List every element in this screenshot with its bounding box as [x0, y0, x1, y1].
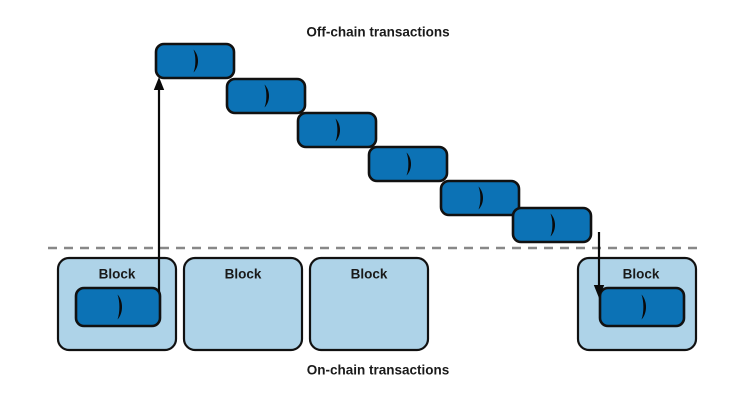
- transaction-crescent-icon: [550, 213, 555, 237]
- offchain-transaction-staircase: [154, 42, 593, 244]
- offchain-tx-6-body[interactable]: [511, 206, 593, 244]
- onchain-block-3-container[interactable]: [308, 256, 430, 352]
- onchain-block-2-label: Block: [225, 267, 262, 282]
- offchain-tx-2[interactable]: [225, 77, 307, 115]
- transaction-crescent-icon: [264, 84, 269, 108]
- onchain-block-row: Block Block Block Block: [56, 256, 698, 352]
- offchain-tx-5-body[interactable]: [439, 179, 521, 217]
- onchain-block-4-transaction[interactable]: [598, 286, 686, 328]
- offchain-tx-1[interactable]: [154, 42, 236, 80]
- onchain-block-4[interactable]: Block: [576, 256, 698, 352]
- arrow-up-to-offchain: [153, 77, 165, 292]
- transaction-crescent-icon: [406, 152, 411, 176]
- transaction-crescent-icon: [641, 294, 646, 320]
- onchain-block-2-container[interactable]: [182, 256, 304, 352]
- offchain-tx-6[interactable]: [511, 206, 593, 244]
- arrow-down-head: [593, 285, 605, 298]
- transaction-crescent-icon: [117, 294, 122, 320]
- onchain-block-1[interactable]: Block: [56, 256, 178, 352]
- offchain-tx-5[interactable]: [439, 179, 521, 217]
- off-chain-transactions-label: Off-chain transactions: [306, 25, 449, 40]
- onchain-block-3[interactable]: Block: [308, 256, 430, 352]
- onchain-block-3-label: Block: [351, 267, 388, 282]
- transaction-crescent-icon: [478, 186, 483, 210]
- onchain-block-2[interactable]: Block: [182, 256, 304, 352]
- offchain-tx-1-body[interactable]: [154, 42, 236, 80]
- transaction-crescent-icon: [193, 49, 198, 73]
- arrow-down-to-onchain: [593, 232, 605, 298]
- on-chain-transactions-label: On-chain transactions: [307, 363, 450, 378]
- transaction-crescent-icon: [335, 118, 340, 142]
- offchain-tx-4-body[interactable]: [367, 145, 449, 183]
- offchain-tx-4[interactable]: [367, 145, 449, 183]
- offchain-tx-3-body[interactable]: [296, 111, 378, 149]
- offchain-tx-3[interactable]: [296, 111, 378, 149]
- arrow-up-head: [153, 77, 165, 90]
- onchain-block-4-label: Block: [623, 267, 660, 282]
- onchain-block-1-transaction[interactable]: [74, 286, 162, 328]
- offchain-tx-2-body[interactable]: [225, 77, 307, 115]
- onchain-block-1-label: Block: [99, 267, 136, 282]
